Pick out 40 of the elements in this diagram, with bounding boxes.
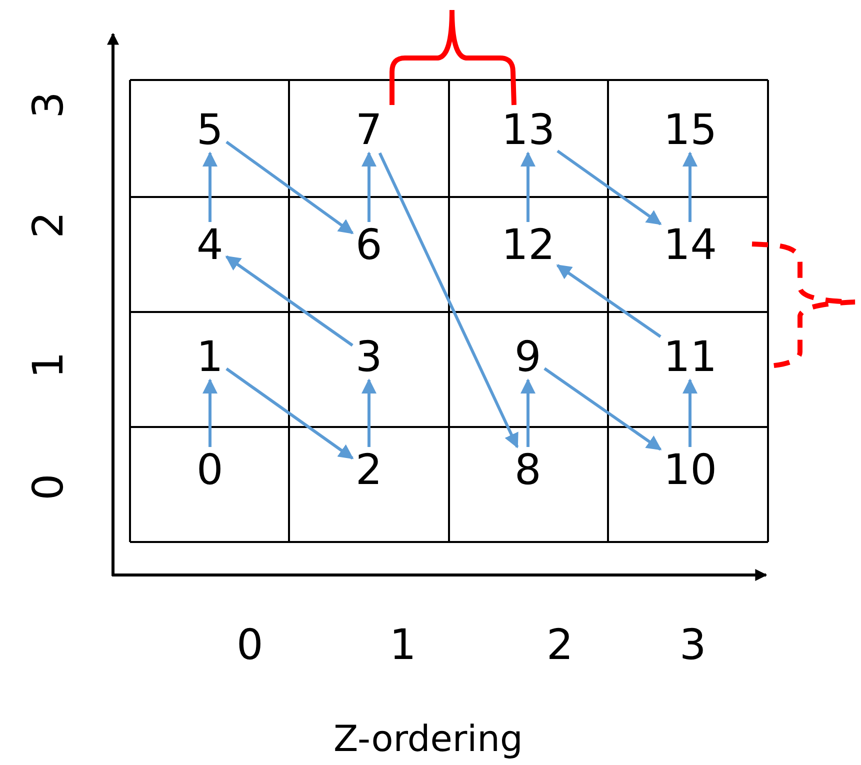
arrow (202, 152, 218, 222)
y-axis-tick-label: 3 (26, 92, 69, 118)
y-axis-tick-label: 1 (26, 352, 69, 378)
arrow (362, 378, 376, 447)
arrow (682, 378, 698, 447)
cell-number: 13 (498, 107, 558, 153)
cell-number: 0 (194, 447, 226, 493)
arrow (226, 368, 354, 460)
cell-number: 15 (660, 107, 720, 153)
cell-number: 14 (660, 222, 720, 268)
arrow (556, 150, 662, 226)
x-axis-tick-label: 3 (680, 624, 706, 666)
arrow (378, 152, 519, 448)
cell-number: 6 (352, 222, 386, 268)
arrow (202, 378, 218, 447)
x-axis-tick-label: 2 (546, 624, 574, 666)
arrow (556, 264, 662, 338)
arrow (362, 152, 376, 222)
cell-number: 12 (498, 222, 558, 268)
x-axis-tick-label: 1 (390, 624, 416, 666)
cell-number: 4 (194, 222, 226, 268)
arrow (226, 140, 354, 234)
x-axis-tick-label: 0 (236, 624, 264, 666)
cell-number: 1 (194, 334, 226, 380)
y-axis-tick-label: 2 (26, 212, 69, 238)
cell-number: 7 (352, 107, 386, 153)
arrow (544, 367, 662, 451)
cell-number: 3 (352, 334, 386, 380)
arrow (682, 152, 698, 222)
arrow (520, 378, 536, 447)
cell-number: 9 (512, 334, 544, 380)
arrow (225, 255, 354, 347)
cell-number: 5 (194, 107, 226, 153)
arrow (520, 152, 536, 222)
caption: Z-ordering (334, 722, 523, 758)
cell-number: 11 (660, 334, 720, 380)
y-axis-tick-label: 0 (26, 474, 69, 500)
cell-number: 8 (512, 447, 544, 493)
cell-number: 10 (660, 447, 720, 493)
cell-number: 2 (352, 447, 386, 493)
